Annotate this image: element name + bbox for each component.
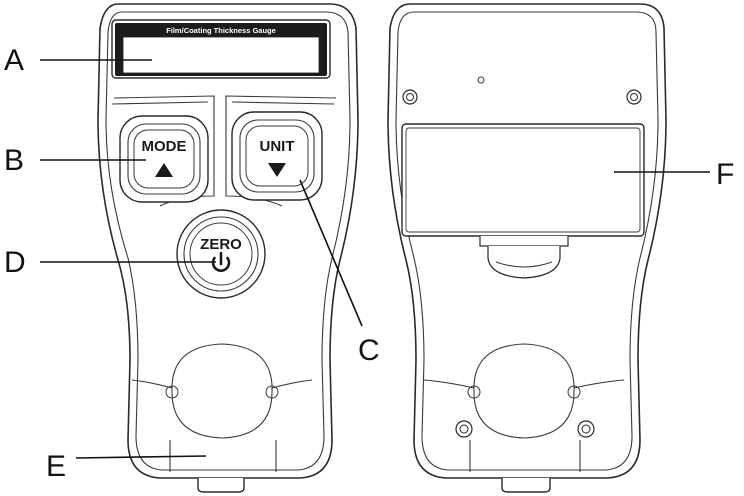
back-lower-grooves: [469, 440, 581, 472]
back-grip-recess: [473, 343, 575, 439]
latch-base: [479, 236, 569, 247]
callout-e: E: [46, 450, 66, 483]
back-inner-rim: [395, 11, 659, 471]
back-grip-dot-left: [467, 385, 481, 399]
battery-cover: [401, 123, 645, 237]
latch-grip-line: [495, 261, 553, 268]
probe-tip: [197, 478, 245, 493]
callout-line-c: [299, 179, 363, 327]
back-grip-dot-right: [567, 385, 581, 399]
callout-a: A: [4, 44, 24, 77]
battery-cover-inner: [405, 127, 641, 233]
front-inner-rim: [105, 11, 351, 471]
screw-top-right: [626, 89, 642, 105]
back-grip-left-line: [423, 379, 475, 389]
screw-bottom-right: [577, 420, 595, 438]
panel-line-right-2: [231, 101, 335, 105]
panel-line-left-2: [111, 101, 209, 105]
zero-label: ZERO: [200, 236, 242, 253]
back-grip-right-line: [573, 379, 625, 389]
screw-bottom-left: [455, 420, 473, 438]
back-view: [387, 3, 667, 493]
callout-d: D: [4, 246, 26, 279]
callout-f: F: [716, 158, 734, 191]
callouts: A B D C E F: [4, 44, 734, 483]
mode-button[interactable]: MODE: [119, 115, 209, 203]
mode-label: MODE: [142, 138, 187, 155]
up-triangle-icon: [155, 163, 173, 177]
unit-button[interactable]: UNIT: [231, 111, 323, 201]
down-triangle-icon: [268, 163, 286, 177]
unit-label: UNIT: [260, 138, 295, 155]
front-grip-dot-right: [265, 385, 279, 399]
front-view: Film/Coating Thickness Gauge MODE UNIT: [97, 3, 359, 493]
zero-button[interactable]: ZERO: [176, 209, 266, 299]
screen-title: Film/Coating Thickness Gauge: [166, 26, 276, 35]
display-window: [122, 36, 320, 74]
back-small-hole: [477, 76, 485, 84]
front-grip-dot-left: [165, 385, 179, 399]
screw-top-left: [402, 89, 418, 105]
front-grip-recess: [171, 343, 273, 439]
latch-tab: [487, 246, 561, 279]
callout-b: B: [4, 144, 24, 177]
back-probe-tip: [501, 478, 551, 493]
callout-c: C: [358, 334, 380, 367]
callout-line-e: [75, 455, 207, 459]
